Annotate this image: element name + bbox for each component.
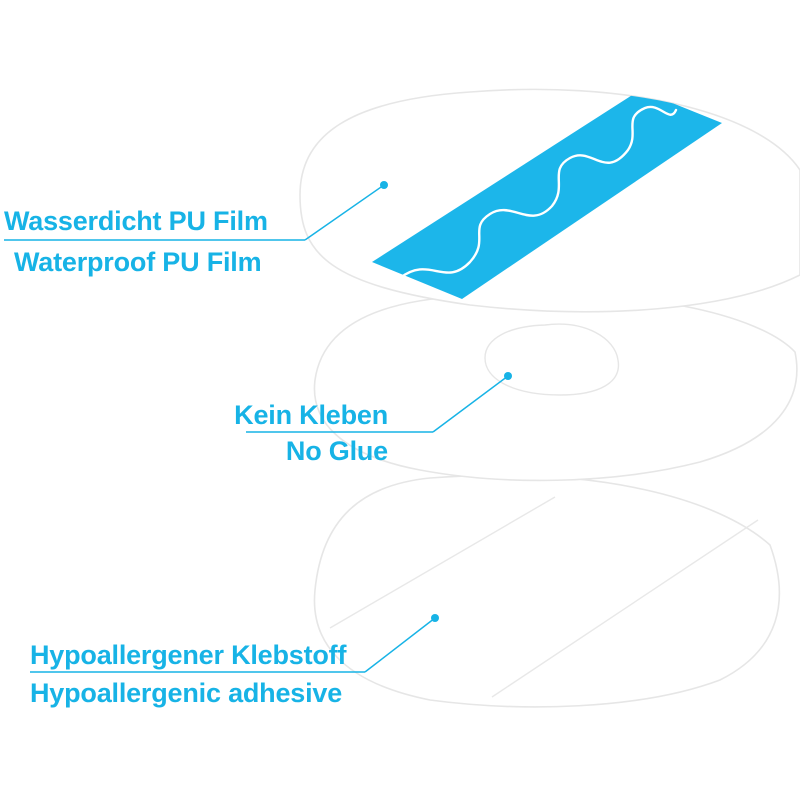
top-layer-blue-strip bbox=[372, 90, 722, 299]
top-layer-pointer-dot bbox=[380, 181, 388, 189]
callout-bottom bbox=[30, 614, 439, 673]
middle-layer-sheet bbox=[313, 292, 798, 482]
bottom-layer-outline bbox=[313, 474, 781, 708]
top-layer-wave-line bbox=[398, 105, 678, 280]
middle-layer-label-en: No Glue bbox=[285, 436, 388, 466]
bottom-layer-label-de: Hypoallergener Klebstoff bbox=[30, 640, 347, 670]
top-layer-sheet bbox=[299, 88, 800, 313]
top-layer-label-en: Waterproof PU Film bbox=[14, 247, 262, 277]
middle-layer-pad bbox=[484, 323, 620, 396]
top-layer-label-de: Wasserdicht PU Film bbox=[4, 206, 268, 236]
middle-layer-label-de: Kein Kleben bbox=[234, 400, 388, 430]
bottom-layer-pointer-dot bbox=[431, 614, 439, 622]
bottom-layer-label-en: Hypoallergenic adhesive bbox=[30, 678, 343, 708]
bottom-layer-seam-2 bbox=[491, 519, 759, 698]
bottom-layer-sheet bbox=[313, 474, 781, 708]
bottom-layer-seam-1 bbox=[329, 496, 556, 629]
middle-layer-pointer-dot bbox=[504, 372, 512, 380]
callout-top bbox=[4, 181, 388, 241]
callout-middle bbox=[246, 372, 512, 433]
